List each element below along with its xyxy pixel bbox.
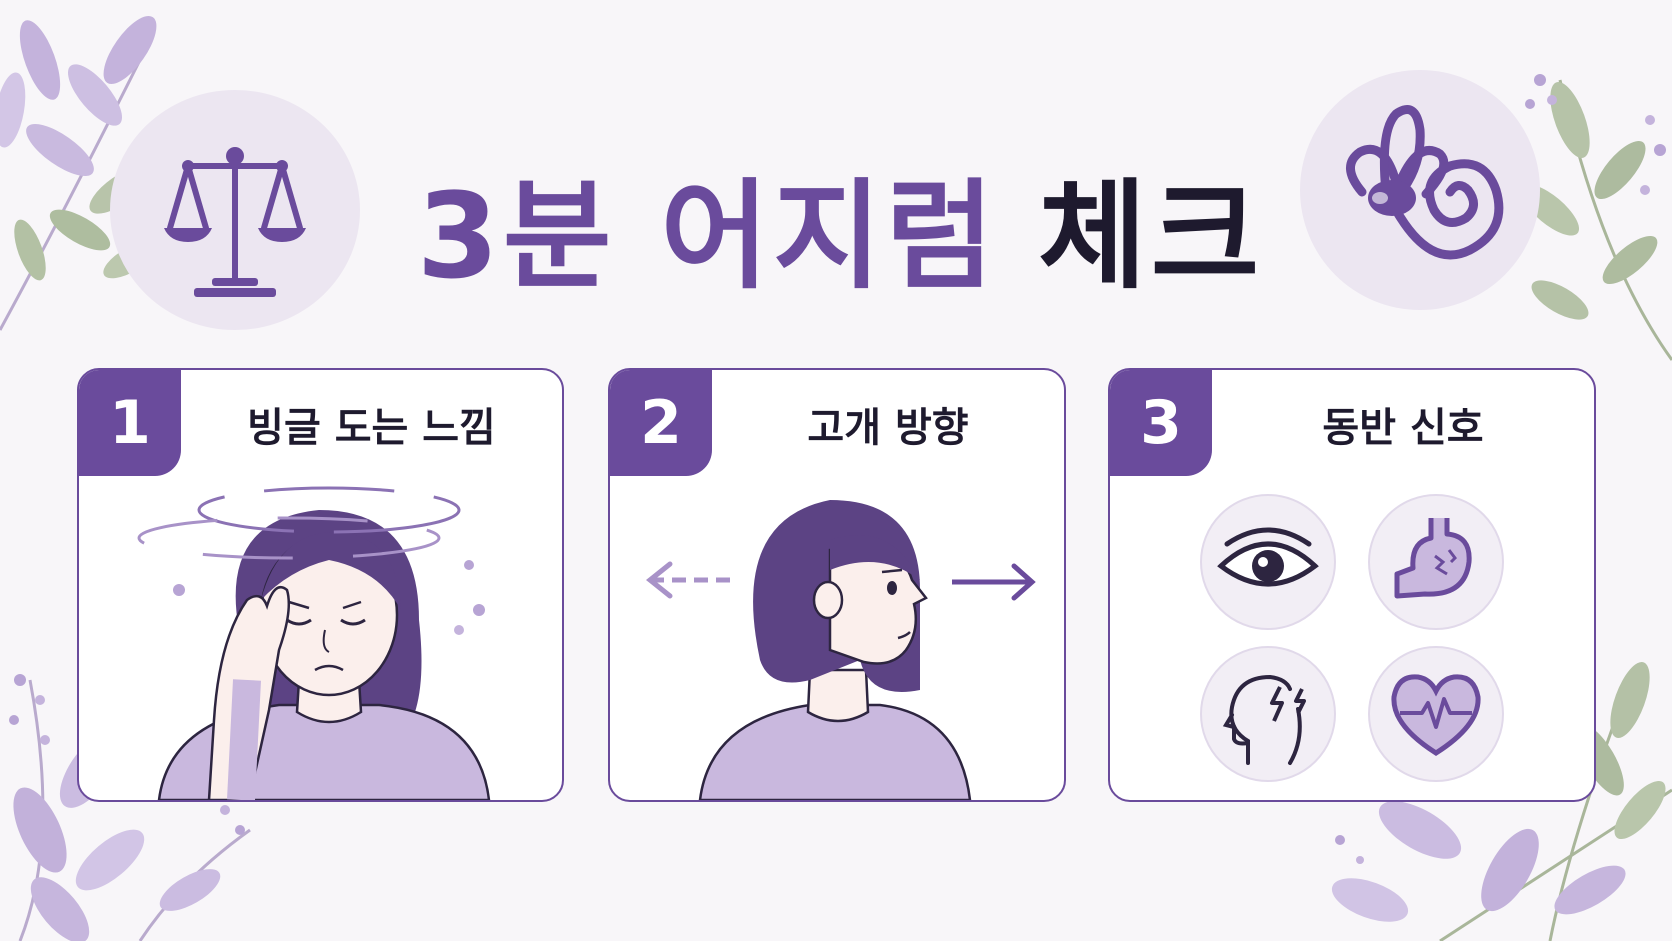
step-card-2: 2 고개 방향 (608, 368, 1066, 802)
headache-icon (1222, 674, 1306, 765)
scale-icon-badge (110, 90, 360, 330)
eye-icon (1217, 527, 1319, 587)
step-title: 고개 방향 (807, 405, 969, 451)
step-number: 3 (1110, 370, 1212, 476)
stomach-symptom-badge (1368, 494, 1504, 630)
heart-symptom-badge (1368, 646, 1504, 782)
step-title: 동반 신호 (1322, 405, 1484, 451)
decor-leaves-top-left (0, 15, 157, 331)
title-accent-text: 3분 어지럼 (416, 166, 999, 305)
step-number: 2 (610, 370, 712, 476)
stomach-icon (1394, 518, 1472, 599)
step-number: 1 (79, 370, 181, 476)
step-card-1: 1 빙글 도는 느낌 (77, 368, 564, 802)
head-turn-illustration (645, 500, 1036, 800)
title-dark-text: 체크 (1038, 166, 1264, 305)
decor-leaves-bottom-right (1331, 662, 1672, 941)
page-title: 3분 어지럼 체크 (400, 140, 1280, 310)
headache-symptom-badge (1200, 646, 1336, 782)
ear-icon-badge (1300, 70, 1540, 310)
heart-pulse-icon (1391, 674, 1481, 756)
dizzy-woman-illustration (137, 486, 491, 800)
balance-scale-icon (164, 147, 306, 297)
eye-symptom-badge (1200, 494, 1336, 630)
inner-ear-icon (1346, 105, 1504, 260)
step-card-3: 3 동반 신호 (1108, 368, 1596, 802)
decor-leaves-top-right (1520, 74, 1672, 361)
step-title: 빙글 도는 느낌 (247, 405, 496, 451)
